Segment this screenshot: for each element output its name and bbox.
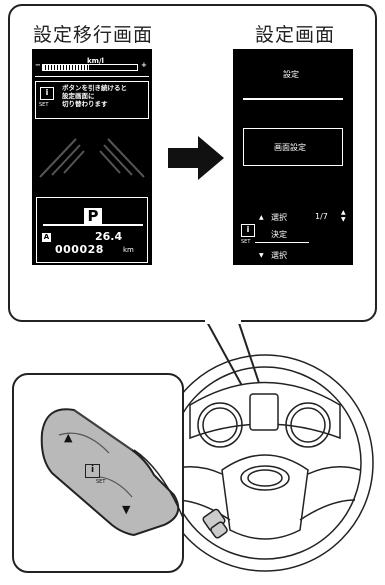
down-arrow-icon: ▼ (259, 252, 264, 259)
message-box: i SET ボタンを引き続けると 設定画面に 切り替わります (35, 81, 149, 119)
trip-value: 26.4 (95, 230, 123, 243)
divider (35, 76, 149, 77)
right-heading: 設定画面 (255, 24, 336, 46)
set-label: SET (39, 102, 49, 108)
fuel-economy-fill (43, 65, 89, 70)
road-illustration (39, 138, 145, 178)
message-line1: ボタンを引き続けると (62, 84, 127, 92)
switch-inset: ▲ i SET ▼ (12, 373, 184, 573)
scroll-arrows-icon: ▲▼ (341, 209, 346, 223)
arrow-right-icon (168, 136, 224, 180)
transition-screen: km/l − + i SET ボタンを引き続けると 設定画面に 切り替わります … (32, 49, 152, 265)
minus-label: − (35, 61, 41, 69)
decide-label: 決定 (271, 230, 287, 239)
trip-badge: A (42, 233, 51, 242)
menu-item-label: 画面設定 (274, 143, 306, 152)
set-label: SET (241, 239, 251, 245)
left-heading: 設定移行画面 (33, 24, 154, 46)
page-indicator: 1/7 (315, 212, 328, 221)
footer-divider (255, 242, 309, 243)
down-button[interactable]: ▼ (122, 503, 131, 516)
fuel-unit-label: km/l (87, 57, 104, 65)
odometer-value: 000028 (55, 243, 104, 256)
settings-title: 設定 (283, 70, 299, 79)
status-panel: P A 26.4 000028 km (36, 197, 148, 263)
switch-panel-shape (40, 408, 182, 537)
set-label: SET (96, 479, 106, 485)
up-arrow-icon: ▲ (259, 214, 264, 221)
info-set-button[interactable]: i (85, 464, 100, 478)
up-select-label: 選択 (271, 213, 287, 222)
message-line2: 設定画面に (62, 92, 95, 100)
odometer-unit: km (123, 246, 134, 254)
info-icon: i (40, 87, 54, 100)
info-icon: i (241, 224, 255, 237)
down-select-label: 選択 (271, 251, 287, 260)
fuel-economy-bar (42, 64, 138, 71)
up-button[interactable]: ▲ (64, 431, 73, 444)
title-divider (243, 98, 343, 100)
settings-screen: 設定 画面設定 ▲ 選択 1/7 ▲▼ i SET 決定 ▼ 選択 (233, 49, 353, 265)
gear-indicator: P (84, 208, 102, 225)
panel-divider (43, 224, 143, 226)
menu-item-display-settings[interactable]: 画面設定 (243, 128, 343, 166)
message-line3: 切り替わります (62, 100, 108, 108)
plus-label: + (141, 61, 147, 69)
